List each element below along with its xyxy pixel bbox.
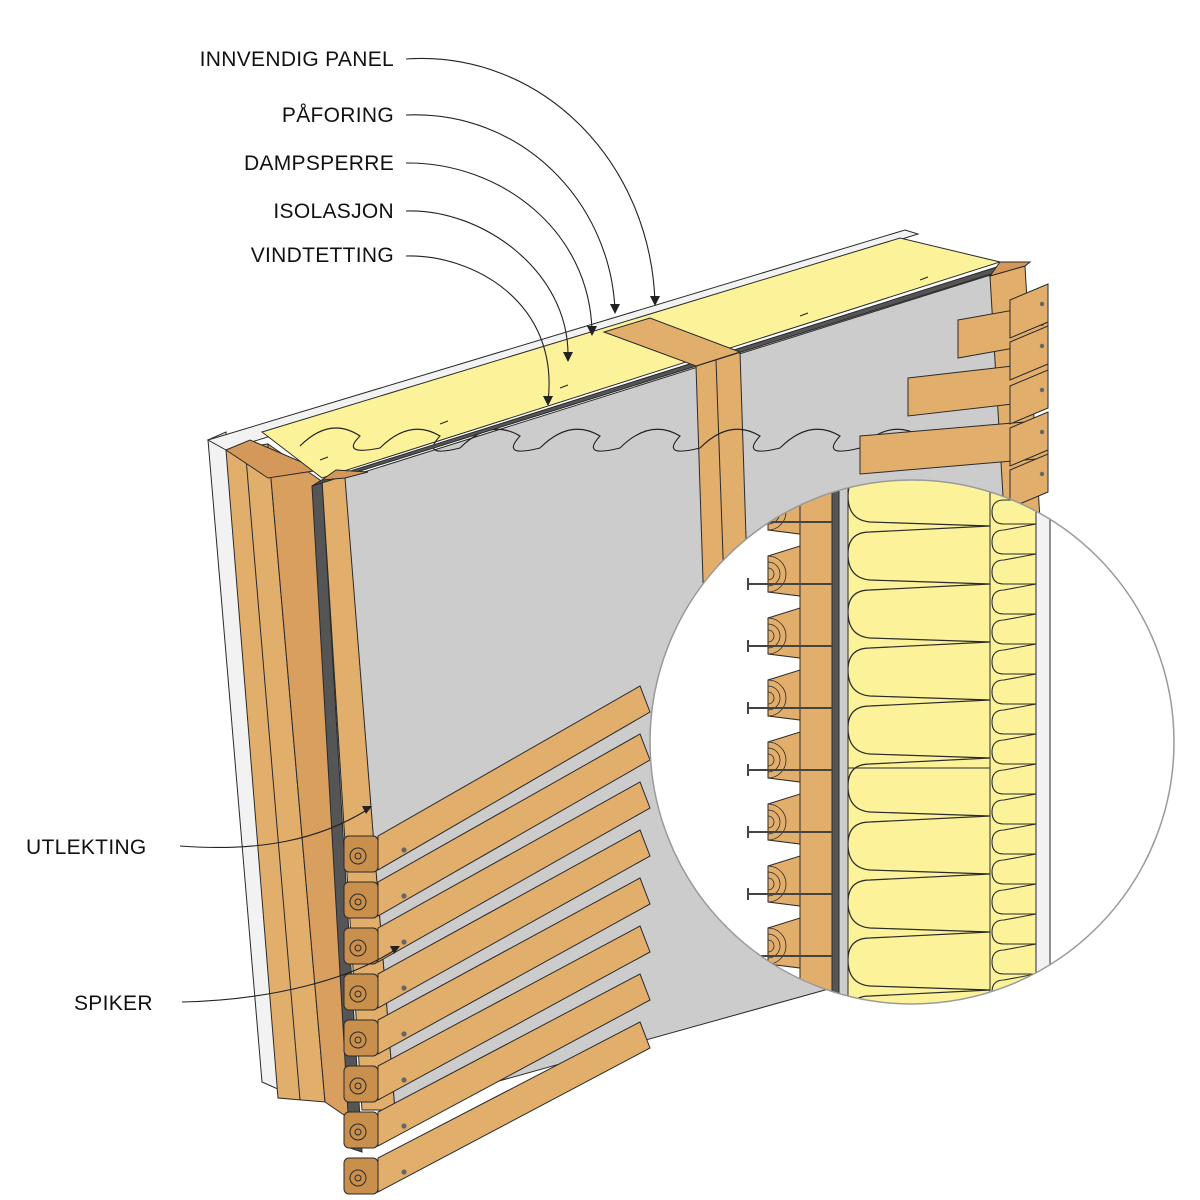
nail-head — [401, 1031, 407, 1037]
arrowhead-innvendig — [650, 296, 660, 306]
nail-head — [1039, 429, 1045, 435]
cladding-batten — [343, 877, 651, 1057]
leader-utlekting — [179, 807, 371, 848]
nail-head — [401, 1169, 407, 1175]
cladding-batten — [343, 685, 651, 873]
nail-head — [1039, 387, 1045, 393]
nail-head — [1039, 343, 1045, 349]
arrowhead-isolasjon — [563, 352, 573, 362]
cladding-batten — [343, 829, 651, 1011]
arrowhead-utlekting — [362, 806, 372, 814]
detail-batten-insulation — [989, 480, 1037, 1004]
detail-interior-panel — [1035, 480, 1051, 1004]
arrowhead-vindtetting — [543, 396, 553, 406]
leader-isolasjon — [405, 210, 569, 359]
detail-circle-outline — [649, 479, 1175, 1005]
leader-dampsperre — [405, 162, 593, 333]
detail-batten-insulation-waves — [991, 499, 1037, 1004]
stud-right-top — [988, 261, 1032, 277]
right-batten — [1009, 411, 1049, 467]
detail-vapor-barrier — [831, 480, 840, 1004]
leader-innvendig-panel — [405, 57, 656, 303]
leader-paforing — [405, 114, 616, 311]
nail-head — [401, 1123, 407, 1129]
stud-middle-top — [602, 317, 742, 367]
nail-head — [401, 847, 407, 853]
detail-cladding-board — [747, 917, 832, 969]
label-spiker: SPIKER — [74, 992, 153, 1015]
label-utlekting: UTLEKTING — [26, 836, 147, 859]
detail-magnifier — [649, 479, 1175, 1005]
cladding-battens — [343, 685, 651, 1195]
leader-spiker — [181, 947, 399, 1003]
detail-cladding-board — [747, 669, 832, 721]
right-batten — [1009, 283, 1049, 339]
right-batten — [1009, 325, 1049, 381]
arrowhead-dampsperre — [587, 326, 597, 336]
detail-cladding-board — [747, 545, 832, 597]
labels: INNVENDIG PANEL PÅFORING DAMPSPERRE ISOL… — [26, 48, 660, 1015]
right-battens — [859, 283, 1049, 509]
detail-insulation — [847, 480, 991, 1004]
arrowhead-spiker — [390, 946, 400, 954]
inner-batten-top — [320, 469, 369, 481]
right-batten — [1009, 369, 1049, 425]
nail-head — [401, 939, 407, 945]
cladding-batten — [343, 973, 651, 1149]
detail-cladding-board — [747, 855, 832, 907]
nail-head — [401, 893, 407, 899]
label-dampsperre: DAMPSPERRE — [244, 152, 394, 175]
nail-head — [1039, 471, 1045, 477]
arrowhead-paforing — [610, 304, 620, 314]
detail-cladding-board — [747, 793, 832, 845]
detail-stud — [799, 480, 833, 1004]
leader-vindtetting — [405, 255, 550, 403]
cladding-batten — [343, 781, 651, 965]
detail-cladding-board — [747, 607, 832, 659]
label-innvendig-panel: INNVENDIG PANEL — [200, 48, 394, 71]
nail-head — [1039, 301, 1045, 307]
nail-head — [401, 985, 407, 991]
cladding-batten — [343, 925, 651, 1103]
label-paforing: PÅFORING — [282, 104, 394, 127]
nail-head — [401, 1077, 407, 1083]
right-batten — [1009, 453, 1049, 509]
cladding-batten — [343, 1021, 651, 1195]
detail-cladding-board — [747, 731, 832, 783]
label-isolasjon: ISOLASJON — [273, 200, 394, 223]
detail-insulation-waves — [847, 480, 991, 1004]
label-vindtetting: VINDTETTING — [251, 244, 394, 267]
detail-cladding — [747, 483, 832, 969]
